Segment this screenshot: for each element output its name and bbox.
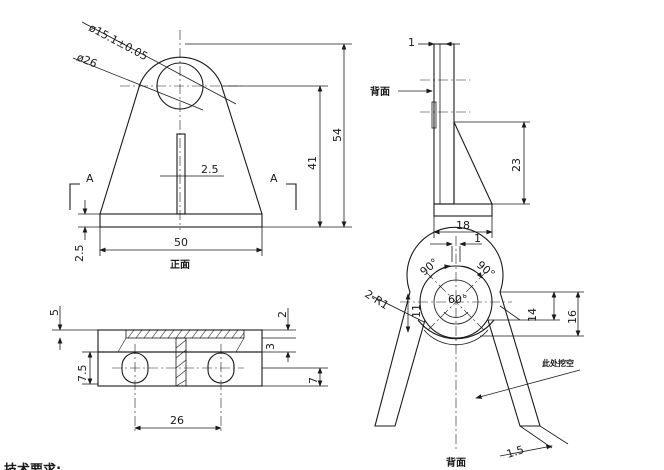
dim-detail-bottom: 1.5 <box>505 443 526 461</box>
detail-outer-arc <box>406 226 504 293</box>
dim-height-41: 41 <box>306 156 319 170</box>
dim-detail-mid-height: 14 <box>526 308 539 322</box>
dim-detail-left-height: 11 <box>410 304 423 318</box>
dim-angle-center: 60° <box>448 293 468 306</box>
dim-side-rib-height: 23 <box>510 158 523 172</box>
front-view: ø15.1±0.05 ø26 2.5 41 54 2.5 50 A A 正面 <box>69 21 352 271</box>
dim-angle-right: 90° <box>474 258 497 280</box>
dim-section-right-slot: 7 <box>307 377 320 384</box>
dim-base-width: 50 <box>174 236 188 249</box>
section-marker-right: A <box>270 172 278 185</box>
section-top-plate <box>97 329 263 353</box>
dim-base-thickness: 2.5 <box>73 245 86 263</box>
dim-slot-spacing: 26 <box>170 414 184 427</box>
section-view: 5 7.5 2 3 7 26 <box>48 306 328 432</box>
dim-radius: 2-R1 <box>362 288 391 313</box>
dim-detail-right-height: 16 <box>566 310 579 324</box>
side-back-label: 背面 <box>370 85 390 98</box>
dim-hole-outer: ø26 <box>75 51 99 71</box>
dim-section-right-top: 2 <box>276 311 289 318</box>
section-mark-right <box>286 183 297 210</box>
front-outline <box>99 56 263 215</box>
hollow-note: 此处挖空 <box>542 358 574 368</box>
detail-right-leg <box>487 291 541 427</box>
dim-rib-width: 2.5 <box>201 163 219 176</box>
dim-detail-top: 1 <box>474 232 481 245</box>
side-view: 1 背面 23 18 <box>370 36 530 238</box>
dim-height-54: 54 <box>331 128 344 142</box>
dim-section-top: 5 <box>48 309 61 316</box>
dim-section-left-slot: 7.5 <box>76 365 89 383</box>
section-mark-left <box>69 183 80 210</box>
dim-side-depth: 18 <box>456 219 470 232</box>
dim-side-top: 1 <box>408 36 415 49</box>
side-base <box>433 203 493 217</box>
leader-hole-inner <box>81 21 237 105</box>
front-base-plate <box>99 213 263 228</box>
side-rib <box>453 121 493 205</box>
front-view-label: 正面 <box>170 259 190 271</box>
leader-hole-outer <box>72 57 204 111</box>
dim-angle-left: 90° <box>418 256 441 278</box>
side-slot <box>431 101 437 129</box>
dim-section-right-mid: 3 <box>264 343 277 350</box>
detail-view: 1 90° 90° 60° 2-R1 11 14 16 此处挖空 1.5 背面 <box>362 226 584 469</box>
section-body <box>97 351 263 387</box>
front-rib <box>176 133 186 215</box>
detail-back-label: 背面 <box>446 456 466 469</box>
section-hatching <box>117 329 245 387</box>
side-plate <box>433 43 455 205</box>
section-marker-left: A <box>86 172 94 185</box>
tech-requirements-heading: 技术要求: <box>4 462 61 470</box>
